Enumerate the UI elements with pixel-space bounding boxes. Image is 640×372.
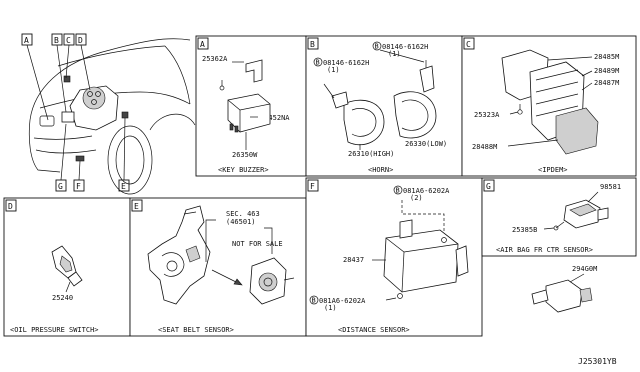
svg-text:(1): (1): [324, 304, 337, 312]
svg-text:B: B: [396, 187, 400, 195]
section-A-key-buzzer: A 25362A 28452NA 26350W <KEY BUZZER>: [195, 35, 307, 177]
part-28437: 28437: [343, 256, 364, 264]
section-F-letter: F: [310, 182, 315, 191]
section-D-letter: D: [8, 202, 13, 211]
part-25323A: 25323A: [474, 111, 500, 119]
bolt-symbol-icon: [372, 41, 382, 51]
part-28487M: 28487M: [594, 79, 619, 87]
bolt-symbol-icon: [309, 295, 319, 305]
part-26330-low: 26330(LOW): [405, 140, 447, 148]
section-G-air-bag-sensor: G 98581 25385B <AIR BAG FR CTR SENSOR> 2…: [481, 177, 637, 313]
section-E-letter-box: [131, 199, 143, 212]
callout-G[interactable]: G: [55, 179, 67, 192]
callout-C[interactable]: C: [63, 33, 75, 46]
section-E-caption: <SEAT BELT SENSOR>: [158, 326, 234, 334]
part-294G0M: 294G0M: [572, 265, 597, 273]
svg-text:B: B: [54, 36, 59, 45]
vehicle-overview: A B C D G F E: [21, 33, 196, 195]
section-G-caption: <AIR BAG FR CTR SENSOR>: [496, 246, 593, 254]
section-F-distance-sensor: F B 081A6-6202A (2) 28437 B 081A6-6202A …: [305, 177, 483, 337]
part-28488M: 28488M: [472, 143, 497, 151]
part-98581: 98581: [600, 183, 621, 191]
callout-D[interactable]: D: [75, 33, 87, 46]
section-G-letter: G: [486, 182, 491, 191]
section-D-oil-pressure-switch: D 25240 <OIL PRESSURE SWITCH>: [3, 197, 131, 337]
part-28489M: 28489M: [594, 67, 619, 75]
section-G-letter-box: [483, 179, 495, 192]
callout-A[interactable]: A: [21, 33, 33, 46]
part-25362A: 25362A: [202, 55, 228, 63]
svg-text:(1): (1): [327, 66, 340, 74]
svg-text:D: D: [78, 36, 83, 45]
bolt-symbol-icon: [393, 185, 403, 195]
section-F-letter-box: [307, 179, 319, 192]
section-B-letter: B: [310, 40, 315, 49]
section-B-horn: B B 08146-6162H (1) B 08146-6162H (1) 26…: [305, 35, 463, 177]
section-E-seat-belt-sensor: E SEC. 463 (46501) NOT FOR SALE <SEAT BE…: [129, 197, 307, 337]
section-C-letter: C: [466, 40, 471, 49]
section-D-letter-box: [5, 199, 17, 212]
svg-text:E: E: [121, 182, 126, 191]
part-25385B: 25385B: [512, 226, 537, 234]
section-ref-number: (46501): [226, 218, 256, 226]
svg-text:(2): (2): [410, 194, 423, 202]
section-F-caption: <DISTANCE SENSOR>: [338, 326, 410, 334]
part-08146-6162H-a: 08146-6162H: [382, 43, 428, 51]
svg-text:B: B: [375, 43, 379, 51]
section-A-caption: <KEY BUZZER>: [218, 166, 269, 174]
section-E-letter: E: [134, 202, 139, 211]
section-C-ipdem: C 28485M 28489M 28487M 25323A 28488M <IP…: [461, 35, 637, 177]
section-D-caption: <OIL PRESSURE SWITCH>: [10, 326, 99, 334]
section-B-caption: <HORN>: [368, 166, 393, 174]
part-08146-6162H-b: 08146-6162H: [323, 59, 369, 67]
section-B-letter-box: [307, 37, 319, 50]
part-26310-high: 26310(HIGH): [348, 150, 394, 158]
svg-text:B: B: [316, 59, 320, 67]
callout-F[interactable]: F: [73, 179, 85, 192]
section-ref: SEC. 463: [226, 210, 260, 218]
section-C-caption: <IPDEM>: [538, 166, 568, 174]
callout-B[interactable]: B: [51, 33, 63, 46]
part-081A6-6202A-a: 081A6-6202A: [403, 187, 450, 195]
part-25240: 25240: [52, 294, 73, 302]
svg-text:B: B: [312, 297, 316, 305]
not-for-sale-label: NOT FOR SALE: [232, 240, 283, 248]
bolt-symbol-icon: [313, 57, 323, 67]
diagram-code: J25301YB: [578, 357, 617, 366]
part-28452NA: 28452NA: [260, 114, 290, 122]
section-A-letter-box: [197, 37, 209, 50]
part-26350W: 26350W: [232, 151, 258, 159]
car-outline: [26, 38, 196, 195]
svg-text:A: A: [24, 36, 29, 45]
svg-text:C: C: [66, 36, 71, 45]
part-28485M: 28485M: [594, 53, 619, 61]
svg-text:G: G: [58, 182, 63, 191]
part-081A6-6202A-b: 081A6-6202A: [319, 297, 366, 305]
svg-text:F: F: [76, 182, 81, 191]
section-C-letter-box: [463, 37, 475, 50]
section-A-letter: A: [200, 40, 205, 49]
